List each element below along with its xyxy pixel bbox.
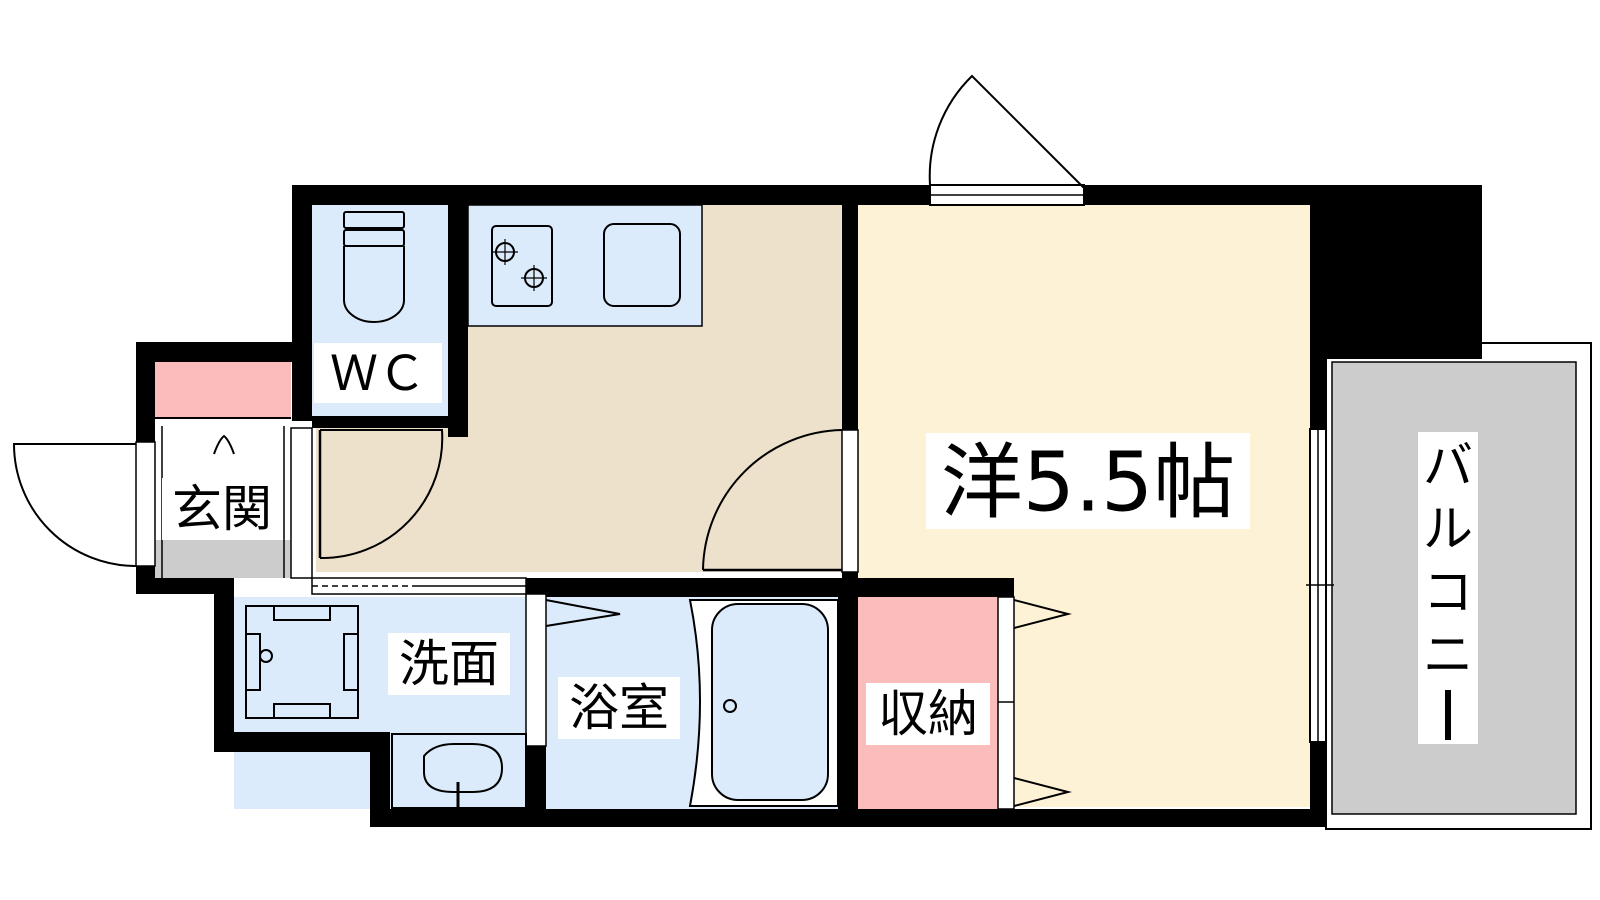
wall: [370, 732, 390, 827]
room-door-jamb: [841, 429, 859, 573]
shuno-label: 収納: [878, 685, 978, 743]
wall: [842, 185, 858, 430]
storage-door-frame: [997, 596, 1015, 810]
folding-door-icon: [1013, 777, 1072, 807]
wall: [838, 578, 858, 827]
yokushitsu-label: 浴室: [569, 679, 669, 737]
wall: [214, 578, 234, 752]
balcony-char: ル: [1423, 500, 1473, 558]
wall: [136, 342, 311, 362]
washbasin-icon: [391, 733, 527, 809]
labels: ＷＣ 玄関 洗面 浴室 収納 洋5.5帖 バ ル コ ニ ー: [162, 343, 1478, 745]
bath-door-icon: [545, 599, 621, 627]
folding-door-icon: [1013, 599, 1072, 629]
balcony-char: コ: [1423, 563, 1473, 621]
wall: [136, 578, 228, 594]
bathtub-icon: [688, 599, 839, 807]
balcony-char: バ: [1423, 437, 1473, 495]
fixtures: [12, 74, 1334, 810]
wall: [292, 185, 930, 205]
wall: [214, 732, 390, 752]
sink-icon: [603, 223, 681, 307]
wall: [448, 205, 468, 437]
washer-pan-icon: [245, 605, 359, 719]
balcony-long-mark: [1445, 690, 1451, 740]
door-swing-icon: [319, 429, 444, 560]
wall: [1310, 742, 1326, 825]
wall: [136, 342, 155, 442]
shoe-shelf: [155, 362, 291, 418]
room-label: 洋5.5帖: [941, 436, 1235, 531]
bath-door-frame: [525, 593, 547, 747]
wall: [526, 578, 1014, 597]
toilet-icon: [343, 211, 405, 323]
senmen-label: 洗面: [399, 635, 499, 693]
wall: [312, 416, 468, 428]
stove-icon: [491, 225, 553, 307]
wall: [292, 185, 312, 421]
genkan-label: 玄関: [172, 480, 272, 538]
door-swing-icon: [12, 443, 137, 567]
wc-label: ＷＣ: [330, 346, 426, 402]
balcony-char: ニ: [1423, 626, 1473, 684]
corridor-jamb: [290, 427, 313, 579]
wall: [1310, 359, 1326, 429]
wall: [526, 746, 546, 827]
wall: [1310, 185, 1482, 359]
entrance-step-icon: [213, 434, 235, 455]
door-swing-icon: [702, 429, 843, 571]
walls: [136, 185, 1482, 827]
entrance-step: [155, 540, 291, 578]
wall: [526, 578, 546, 594]
door-swing-icon: [928, 74, 1085, 189]
entrance-door-frame: [135, 441, 156, 567]
